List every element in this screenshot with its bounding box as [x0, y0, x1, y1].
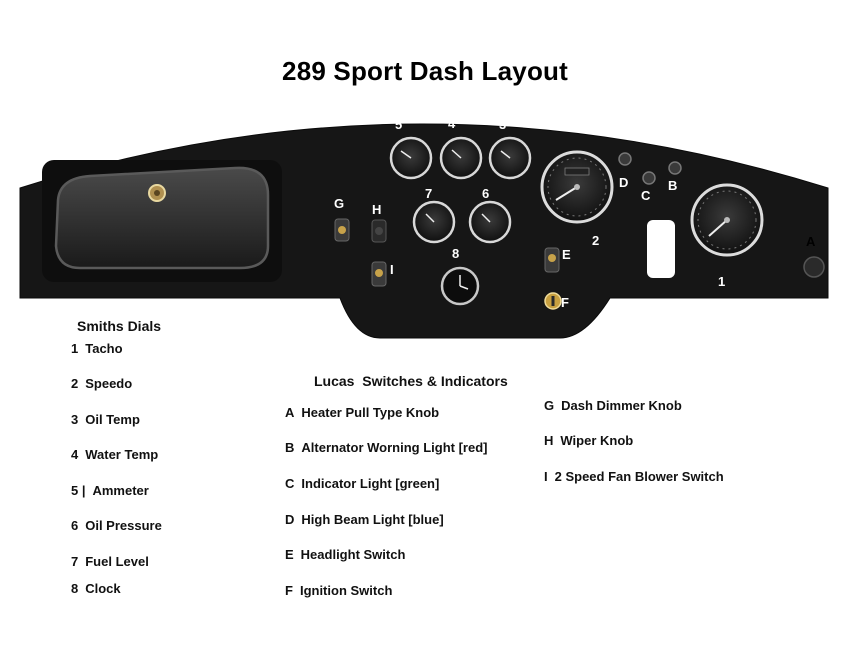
label-gauge-4: 4 — [448, 116, 456, 131]
gauge-2-speedo — [540, 150, 614, 224]
gauge-8-clock — [440, 266, 480, 306]
indicator-d-high-beam-icon — [618, 152, 632, 166]
label-knob-a: A — [806, 234, 816, 249]
label-light-d: D — [619, 175, 629, 190]
gauge-6-oil-pressure — [468, 200, 512, 244]
label-switch-i: I — [390, 262, 394, 277]
label-switch-e: E — [562, 247, 571, 262]
ignition-switch-f-icon — [544, 292, 562, 310]
smiths-heading: Smiths Dials — [77, 318, 162, 334]
gauge-3-oil-temp — [488, 136, 532, 180]
label-gauge-1: 1 — [718, 274, 726, 289]
switch-e-icon — [544, 247, 560, 273]
glovebox — [42, 160, 282, 282]
gauge-1-tacho — [690, 183, 764, 257]
label-gauge-6: 6 — [482, 186, 490, 201]
indicator-b-red-icon — [668, 161, 682, 175]
label-gauge-5: 5 — [395, 117, 403, 132]
gauge-7-fuel-level — [412, 200, 456, 244]
indicator-c-green-icon — [642, 171, 656, 185]
label-gauge-7: 7 — [425, 186, 433, 201]
switch-g-icon — [334, 218, 350, 242]
label-switch-g: G — [334, 196, 345, 211]
label-light-c: C — [641, 188, 651, 203]
page-title: 289 Sport Dash Layout — [282, 56, 568, 86]
label-gauge-8: 8 — [452, 246, 460, 261]
switch-i-icon — [371, 261, 387, 287]
label-gauge-2: 2 — [592, 233, 600, 248]
gauge-4-water-temp — [439, 136, 483, 180]
label-gauge-3: 3 — [499, 117, 507, 132]
heater-knob-a-icon — [803, 256, 825, 278]
dashboard-illustration — [19, 123, 829, 339]
label-switch-h: H — [372, 202, 382, 217]
gauge-5-ammeter — [389, 136, 433, 180]
switch-h-icon — [371, 219, 387, 243]
blank-plate — [647, 220, 675, 278]
lucas-heading: Lucas Switches & Indicators — [314, 373, 508, 389]
label-light-b: B — [668, 178, 678, 193]
label-switch-f: F — [561, 295, 569, 310]
smiths-item: 5 |Ammeter — [71, 483, 149, 498]
